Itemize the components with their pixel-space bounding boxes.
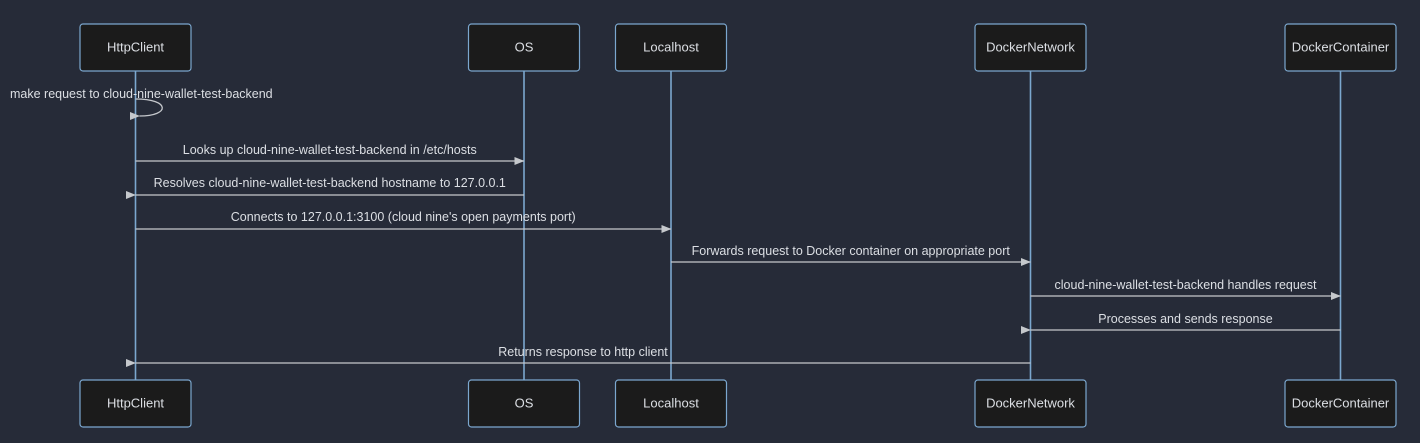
actor-bottom-localhost[interactable]: Localhost <box>614 379 728 428</box>
message-self-loop-1 <box>129 98 163 121</box>
actor-label-dockernetwork: DockerNetwork <box>986 395 1075 410</box>
actor-label-httpclient: HttpClient <box>107 39 164 54</box>
actor-label-dockercontainer: DockerContainer <box>1292 39 1390 54</box>
message-5: Forwards request to Docker container on … <box>671 244 1031 266</box>
actor-top-httpclient[interactable]: HttpClient <box>79 23 192 72</box>
message-label-7: Processes and sends response <box>1098 312 1272 326</box>
actor-label-os: OS <box>515 395 534 410</box>
actor-bottom-dockernetwork[interactable]: DockerNetwork <box>974 379 1087 428</box>
actor-label-os: OS <box>515 39 534 54</box>
actor-label-dockernetwork: DockerNetwork <box>986 39 1075 54</box>
actor-box-dockernetwork[interactable] <box>974 23 1087 72</box>
actor-box-os[interactable] <box>467 379 581 428</box>
actor-box-localhost[interactable] <box>614 23 728 72</box>
actor-bottom-os[interactable]: OS <box>467 379 581 428</box>
message-label-8: Returns response to http client <box>498 345 668 359</box>
message-7: Processes and sends response <box>1021 312 1341 334</box>
actor-label-localhost: Localhost <box>643 39 699 54</box>
actor-label-dockercontainer: DockerContainer <box>1292 395 1390 410</box>
messages-layer: make request to cloud-nine-wallet-test-b… <box>10 87 1341 367</box>
message-label-3: Resolves cloud-nine-wallet-test-backend … <box>154 176 506 190</box>
actor-box-dockercontainer[interactable] <box>1284 23 1397 72</box>
message-1: make request to cloud-nine-wallet-test-b… <box>10 87 273 121</box>
actor-box-httpclient[interactable] <box>79 23 192 72</box>
message-3: Resolves cloud-nine-wallet-test-backend … <box>126 176 524 199</box>
actor-top-dockernetwork[interactable]: DockerNetwork <box>974 23 1087 72</box>
message-label-5: Forwards request to Docker container on … <box>692 244 1011 258</box>
message-label-2: Looks up cloud-nine-wallet-test-backend … <box>183 143 477 157</box>
actors-top-layer: HttpClient OS Localhost DockerNetwork Docker… <box>79 23 1397 72</box>
actor-top-os[interactable]: OS <box>467 23 581 72</box>
lifelines-layer <box>134 71 1342 380</box>
actor-label-localhost: Localhost <box>643 395 699 410</box>
message-2: Looks up cloud-nine-wallet-test-backend … <box>135 143 525 165</box>
actor-box-httpclient[interactable] <box>79 379 192 428</box>
message-label-4: Connects to 127.0.0.1:3100 (cloud nine's… <box>231 210 576 224</box>
message-4: Connects to 127.0.0.1:3100 (cloud nine's… <box>135 210 672 233</box>
actor-box-localhost[interactable] <box>614 379 728 428</box>
actor-bottom-httpclient[interactable]: HttpClient <box>79 379 192 428</box>
actor-top-localhost[interactable]: Localhost <box>614 23 728 72</box>
actor-top-dockercontainer[interactable]: DockerContainer <box>1284 23 1397 72</box>
actor-box-os[interactable] <box>467 23 581 72</box>
message-label-6: cloud-nine-wallet-test-backend handles r… <box>1055 278 1317 292</box>
actor-bottom-dockercontainer[interactable]: DockerContainer <box>1284 379 1397 428</box>
message-6: cloud-nine-wallet-test-backend handles r… <box>1030 278 1341 300</box>
actors-bottom-layer: HttpClient OS Localhost DockerNetwork Docker… <box>79 379 1397 428</box>
actor-box-dockernetwork[interactable] <box>974 379 1087 428</box>
actor-box-dockercontainer[interactable] <box>1284 379 1397 428</box>
actor-label-httpclient: HttpClient <box>107 395 164 410</box>
message-8: Returns response to http client <box>126 345 1031 367</box>
message-label-1: make request to cloud-nine-wallet-test-b… <box>10 87 273 101</box>
